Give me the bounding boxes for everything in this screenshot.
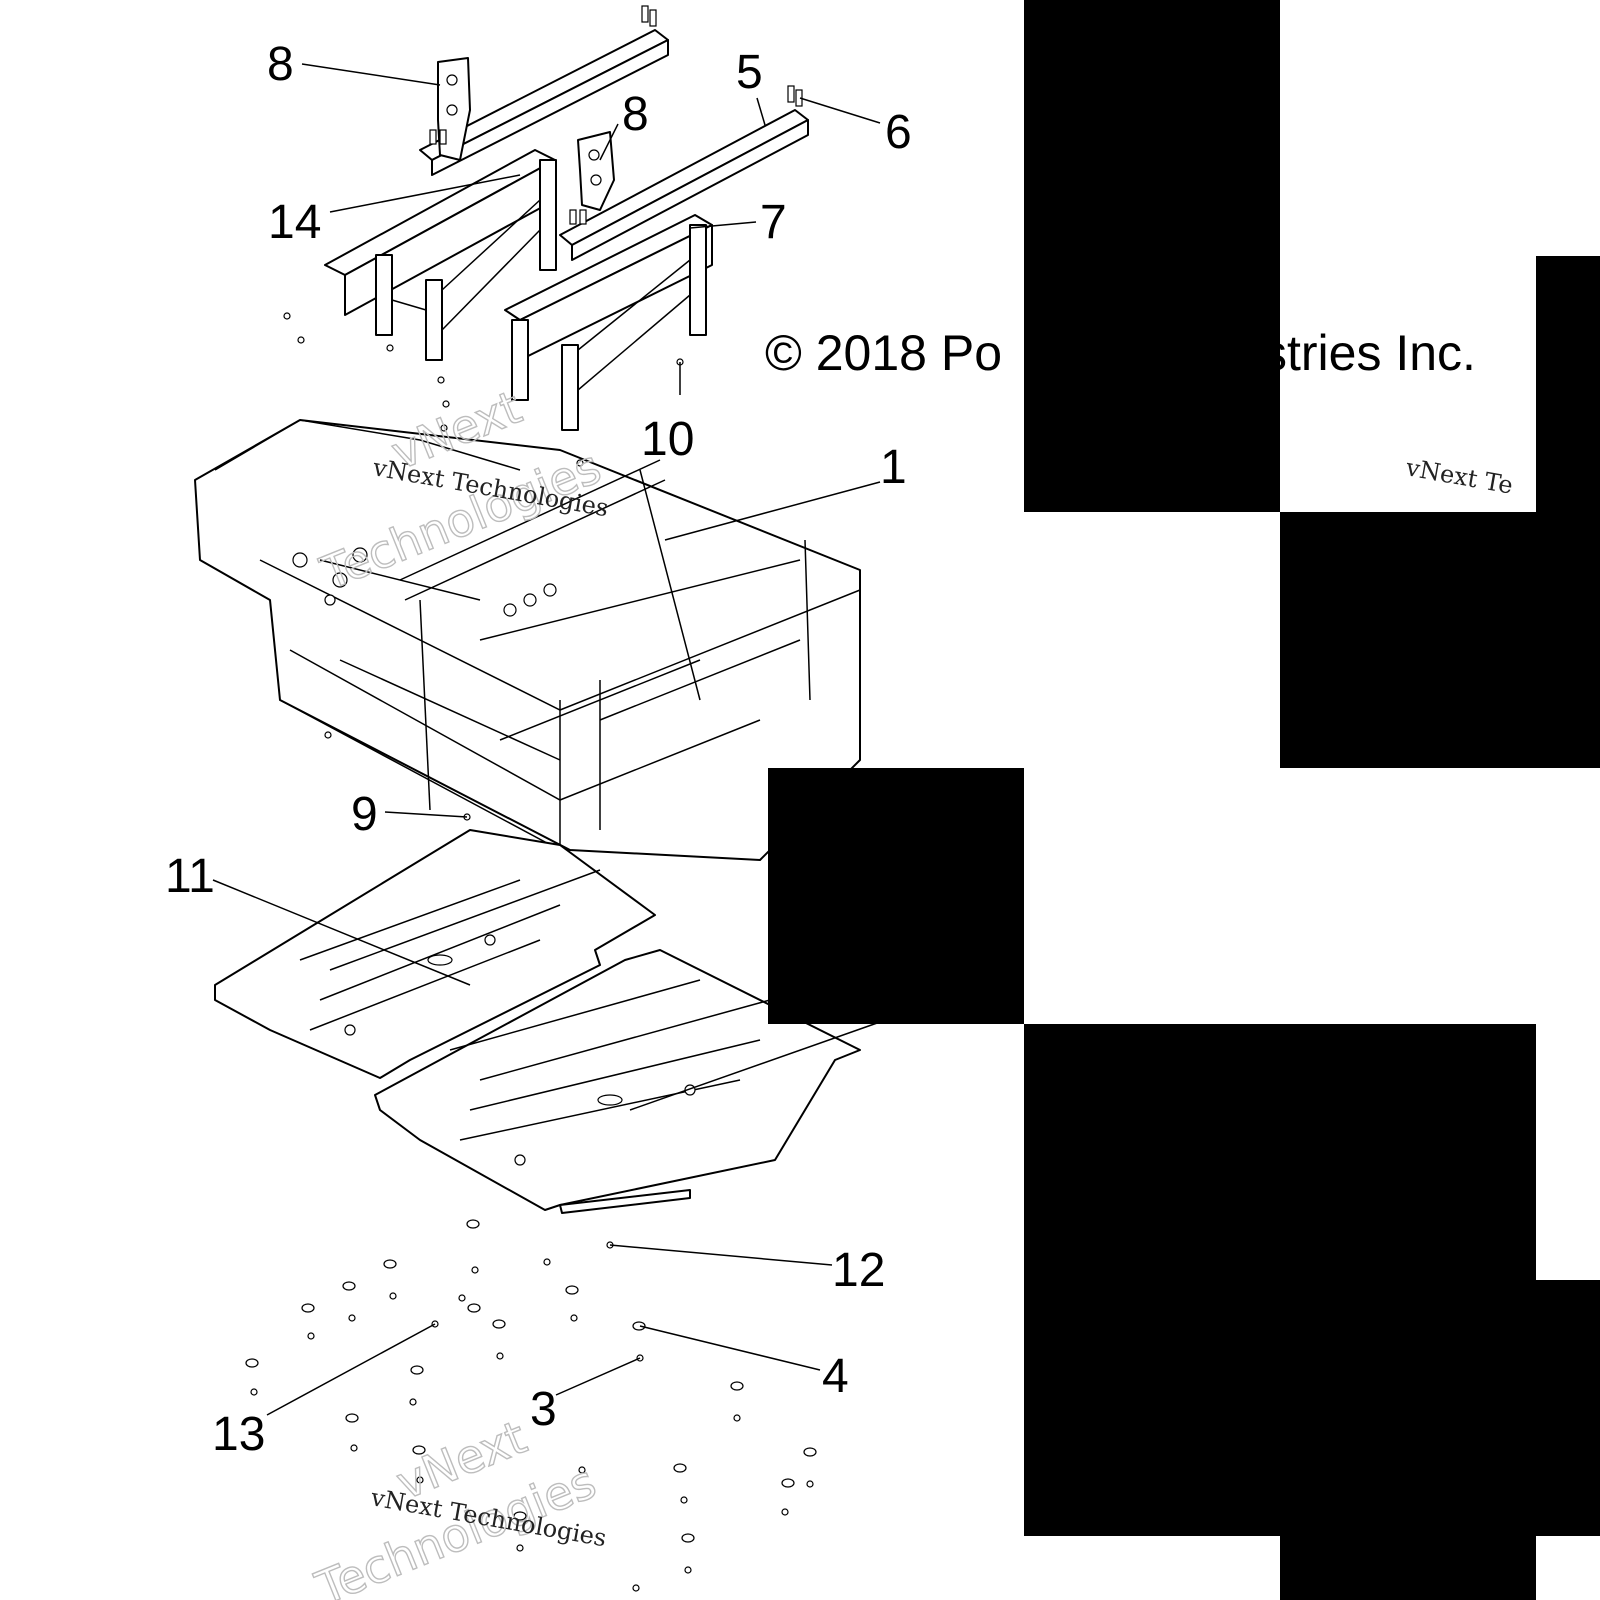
callout-11: 11 [165,850,215,903]
callout-10: 10 [641,413,694,466]
callout-12: 12 [832,1244,885,1297]
callout-9: 9 [351,788,378,841]
callout-4: 4 [822,1350,849,1403]
fastener-group [245,312,817,1592]
floor-panel-rear [374,949,861,1214]
watermark-bottom: vNext Technologies vNext Technologies [307,1409,608,1600]
redaction-block [1280,1536,1536,1600]
bolt-group-top [429,5,803,225]
callout-13: 13 [212,1408,265,1461]
main-frame [194,419,861,861]
callout-8-lower: 8 [622,88,649,141]
redaction-block [1536,1280,1600,1536]
callout-14: 14 [268,196,321,249]
support-bar-upper [419,29,669,176]
floor-panel-front [214,829,656,1079]
watermark-right: vNext Te [1403,453,1515,499]
callout-labels: 8 8 5 6 14 7 10 1 9 11 12 4 3 13 [165,38,912,1461]
redaction-block [1024,0,1280,512]
callout-5: 5 [736,46,763,99]
seat-frame-left [324,149,557,361]
callout-3: 3 [530,1383,557,1436]
redaction-block [1024,1024,1536,1536]
seat-frame-right [504,214,713,431]
copyright-notice: © 2018 Po [765,325,1002,381]
callout-1: 1 [880,441,907,494]
redaction-block [1280,512,1600,768]
support-bar-lower [559,109,809,261]
leader-lines [212,63,881,1416]
copyright-notice-tail: stries Inc. [1262,325,1476,381]
redaction-block [1536,256,1600,512]
watermark-right-caption: vNext Te [1403,453,1515,499]
redaction-blocks [768,0,1600,1600]
redaction-block [768,768,1024,1024]
callout-7: 7 [760,196,787,249]
callout-6: 6 [885,106,912,159]
callout-8-upper: 8 [267,38,294,91]
